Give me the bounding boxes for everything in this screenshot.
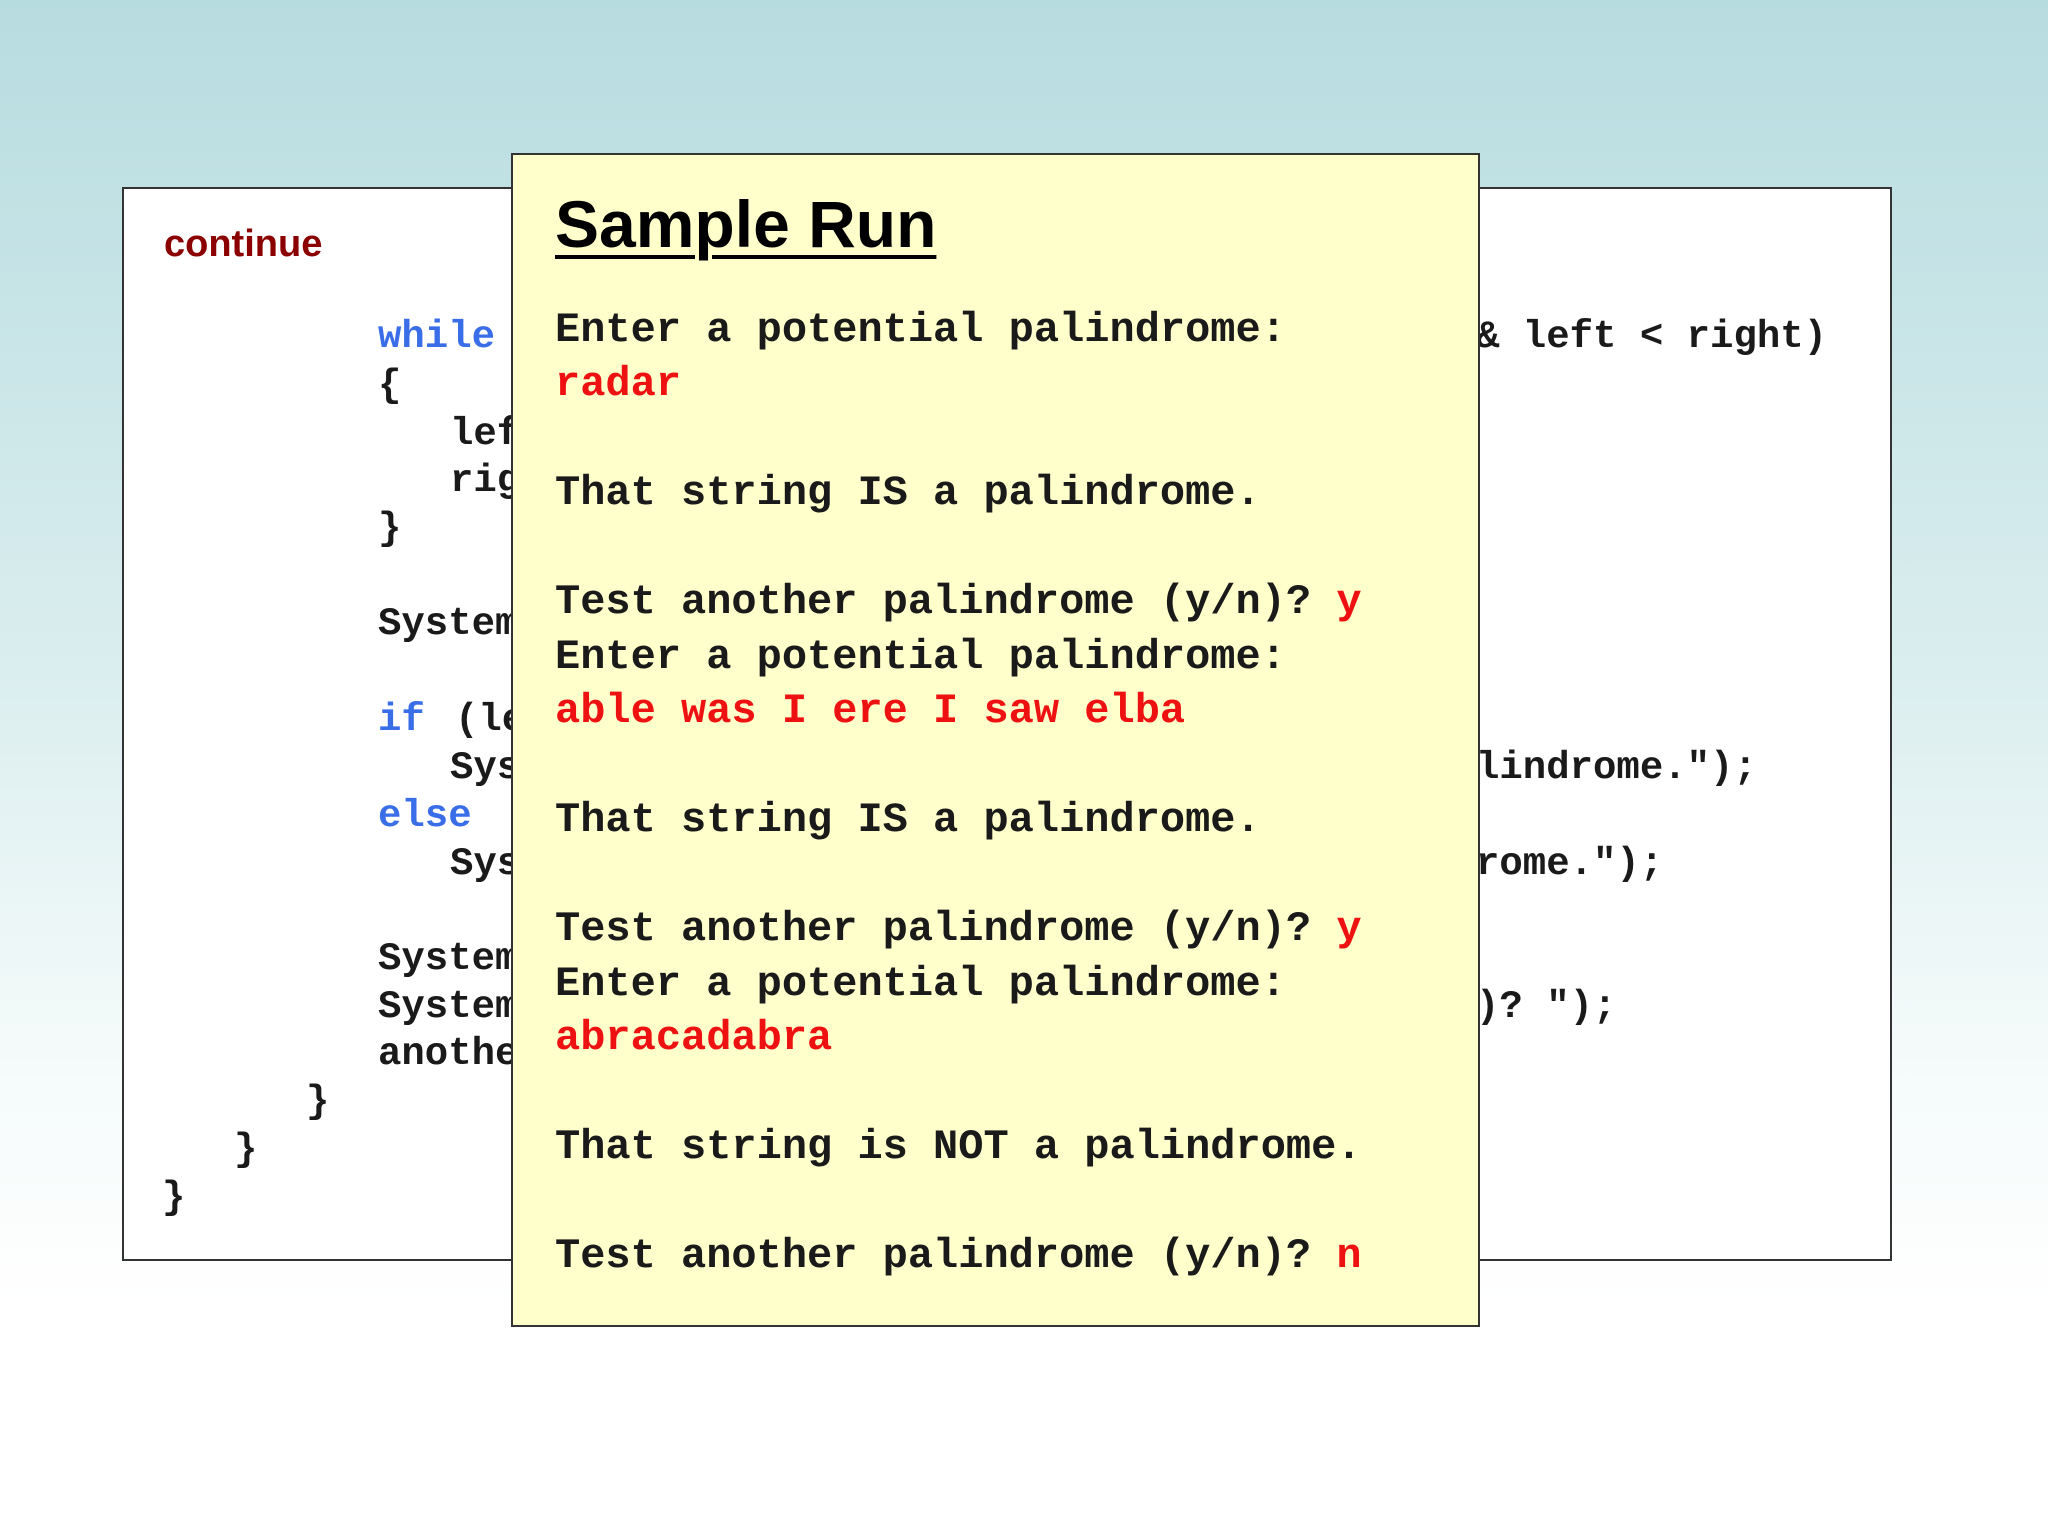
- code-keyword-else: else: [378, 794, 472, 838]
- run-again-answer-1: y: [1336, 578, 1362, 626]
- run-again-prompt-3: Test another palindrome (y/n)?: [555, 1232, 1337, 1280]
- run-result-2: That string IS a palindrome.: [555, 796, 1261, 844]
- code-close-brace-loop: }: [306, 1080, 330, 1124]
- code-system-println: System: [378, 602, 519, 646]
- code-close-brace: }: [378, 507, 402, 551]
- run-again-prompt-2: Test another palindrome (y/n)?: [555, 905, 1337, 953]
- code-print-prompt-tail: )? ");: [1476, 985, 1617, 1029]
- run-again-answer-2: y: [1336, 905, 1362, 953]
- code-while-condition-tail: & left < right): [1476, 315, 1828, 359]
- run-again-2: Test another palindrome (y/n)? y: [555, 902, 1362, 956]
- run-again-3: Test another palindrome (y/n)? n: [555, 1229, 1362, 1283]
- run-result-1: That string IS a palindrome.: [555, 469, 1261, 517]
- code-left-increment: lef: [450, 412, 521, 456]
- run-again-answer-3: n: [1336, 1232, 1362, 1280]
- code-not-palindrome-tail: rome.");: [1476, 842, 1664, 886]
- continue-label: continue: [164, 223, 323, 265]
- code-is-palindrome-tail: lindrome.");: [1476, 746, 1757, 790]
- sample-run-title: Sample Run: [555, 187, 937, 261]
- code-open-brace: {: [378, 364, 402, 408]
- run-result-3: That string is NOT a palindrome.: [555, 1123, 1362, 1171]
- sample-run-panel: Sample Run Enter a potential palindrome:…: [511, 153, 1480, 1327]
- code-system-not-palindrome: Sys: [450, 842, 521, 886]
- run-prompt-2: Enter a potential palindrome:: [555, 633, 1286, 681]
- code-system-println-2: System: [378, 937, 519, 981]
- run-input-2: able was I ere I saw elba: [555, 687, 1186, 735]
- code-close-brace-method: }: [234, 1128, 258, 1172]
- run-input-1: radar: [555, 360, 682, 408]
- code-keyword-while: while: [378, 315, 496, 359]
- code-right-decrement: rig: [450, 459, 521, 503]
- code-keyword-if: if: [378, 698, 425, 742]
- code-system-print-prompt: System: [378, 985, 519, 1029]
- code-system-is-palindrome: Sys: [450, 746, 521, 790]
- code-close-brace-class: }: [162, 1176, 186, 1220]
- run-prompt-3: Enter a potential palindrome:: [555, 960, 1286, 1008]
- run-again-1: Test another palindrome (y/n)? y: [555, 575, 1362, 629]
- run-input-3: abracadabra: [555, 1014, 833, 1062]
- code-another-assignment: anothe: [378, 1032, 519, 1076]
- run-again-prompt-1: Test another palindrome (y/n)?: [555, 578, 1337, 626]
- run-prompt-1: Enter a potential palindrome:: [555, 306, 1286, 354]
